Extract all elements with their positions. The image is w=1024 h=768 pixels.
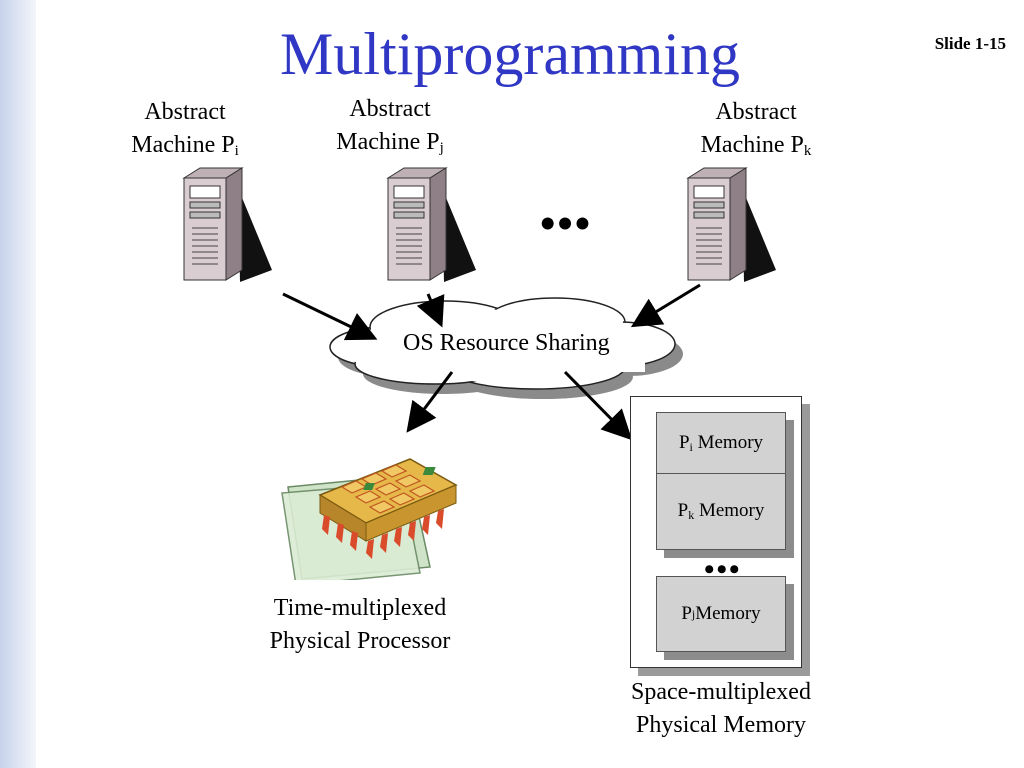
machine-label-line1: Abstract: [349, 96, 431, 122]
machine-label-pk: Abstract Machine Pk: [676, 96, 836, 162]
processor-label: Time-multiplexed Physical Processor: [245, 592, 475, 658]
machine-label-line2: Machine Pk: [700, 132, 812, 159]
memory-stack: [656, 412, 786, 550]
machine-label-pi: Abstract Machine Pi: [110, 96, 260, 162]
arrow-pj-to-cloud: [416, 293, 445, 328]
memory-label-line2: Physical Memory: [636, 712, 806, 738]
arrow-pi-to-cloud: [282, 292, 378, 341]
memory-block-pi: Pi Memory: [678, 432, 764, 454]
slide-title: Multiprogramming: [280, 21, 740, 87]
server-tower-icon: [182, 167, 272, 282]
machine-label-line1: Abstract: [144, 99, 226, 125]
server-tower-icon: [386, 167, 476, 282]
machine-label-line1: Abstract: [715, 99, 797, 125]
memory-label-line1: Space-multiplexed: [631, 679, 811, 705]
machine-label-line2: Machine Pj: [336, 129, 444, 156]
cloud-label: OS Resource Sharing: [403, 330, 610, 356]
processor-label-line1: Time-multiplexed: [273, 595, 447, 621]
memory-divider: [656, 473, 786, 474]
memory-label: Space-multiplexed Physical Memory: [606, 676, 836, 742]
arrow-cloud-to-memory: [563, 370, 633, 441]
left-decorative-band: [0, 0, 36, 768]
slide-number: Slide 1-15: [934, 34, 1006, 53]
arrow-pk-to-cloud: [630, 283, 701, 328]
arrow-cloud-to-processor: [406, 371, 454, 433]
machine-label-line2: Machine Pi: [131, 132, 239, 159]
server-tower-icon: [686, 167, 776, 282]
machine-label-pj: Abstract Machine Pj: [315, 93, 465, 159]
memory-block-pk: Pk Memory: [677, 500, 765, 522]
cpu-chip-icon: [281, 458, 458, 580]
processor-label-line2: Physical Processor: [269, 628, 451, 654]
cloud-shape: [329, 297, 683, 399]
